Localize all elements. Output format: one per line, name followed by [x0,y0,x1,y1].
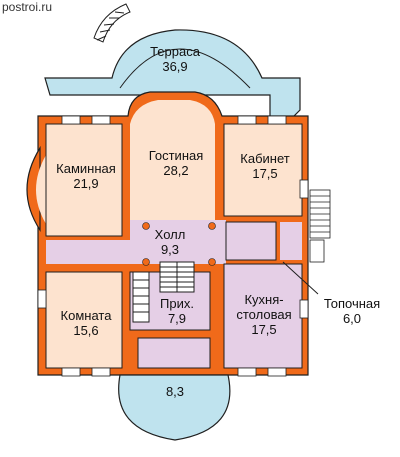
kitchen-room [224,264,302,368]
boiler-room [226,222,276,260]
terrace-area-value: 36,9 [162,59,188,74]
living-area-value: 28,2 [163,163,189,178]
study-area-value: 17,5 [252,166,278,181]
label-room: Комната 15,6 [48,308,124,338]
living-name: Гостиная [148,148,204,163]
boiler-leader-line [282,261,319,295]
hall-area-value: 9,3 [160,242,180,257]
terrace-stair [93,3,131,43]
hall-name: Холл [154,227,186,242]
kitchen-area-value: 17,5 [251,322,277,337]
boiler-area-value: 6,0 [342,311,362,326]
label-hall: Холл 9,3 [140,227,200,257]
porch-area [118,374,231,441]
label-living: Гостиная 28,2 [136,148,216,178]
study-room [224,124,302,216]
terrace-name: Терраса [150,44,200,59]
boiler-closet [280,222,302,260]
label-terrace: Терраса 36,9 [140,44,210,74]
fireplace-name: Каминная [56,161,116,176]
boiler-name: Топочная [323,296,381,311]
room-name: Комната [60,308,112,323]
room-room [46,272,122,368]
fireplace-room [46,124,122,236]
label-entry: Прих. 7,9 [152,296,202,326]
bath-block [46,240,76,264]
study-name: Кабинет [240,151,290,166]
living-room [130,100,215,220]
side-stair [309,189,331,263]
porch-area-value: 8,3 [165,384,185,399]
fireplace-bay-wall [26,145,41,233]
interior-stair [132,261,195,323]
label-study: Кабинет 17,5 [230,151,300,181]
vestibule-room [138,338,210,368]
entry-name: Прих. [160,296,194,311]
entry-area-value: 7,9 [167,311,187,326]
kitchen-name-line2: столовая [236,307,292,322]
fireplace-area-value: 21,9 [73,176,99,191]
label-porch: 8,3 [150,384,200,399]
watermark: postroi.ru [2,0,53,14]
fireplace-bay-floor [36,155,46,224]
hall-left-strip [76,240,130,264]
label-kitchen: Кухня- столовая 17,5 [226,292,302,337]
room-area-value: 15,6 [73,323,99,338]
kitchen-name-line1: Кухня- [244,292,284,307]
label-fireplace: Каминная 21,9 [46,161,126,191]
windows [37,115,309,377]
label-boiler: Топочная 6,0 [310,296,394,326]
